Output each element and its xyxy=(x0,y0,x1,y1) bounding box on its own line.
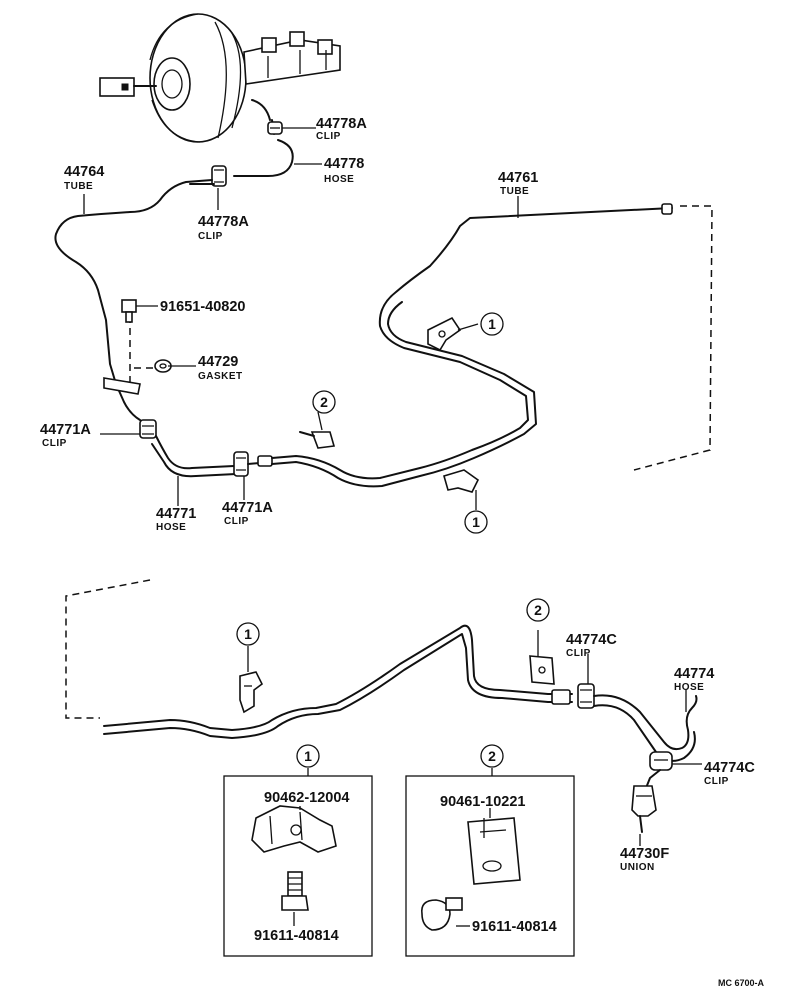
detail-1-bolt-pn: 91611-40814 xyxy=(254,928,339,944)
hose-44778 xyxy=(233,139,294,177)
label-44771A-right-pn: 44771A xyxy=(222,500,273,516)
clip-44778A-mid xyxy=(211,165,227,187)
label-44771A-right-name: CLIP xyxy=(224,516,249,527)
label-44771A-left-pn: 44771A xyxy=(40,422,91,438)
detail-1-clip-pn: 90462-12004 xyxy=(264,790,349,806)
gasket-44729 xyxy=(154,359,172,373)
tube-lower xyxy=(103,624,573,731)
clip-callout-2-lower-tube xyxy=(529,655,555,685)
callout-1-lower-center: 1 xyxy=(464,510,488,534)
callout-1-lower-left: 1 xyxy=(236,622,260,646)
label-44771-name: HOSE xyxy=(156,522,186,533)
detail-1-bolt xyxy=(281,871,309,911)
callout-1-upper-right-text: 1 xyxy=(488,316,496,332)
detail-2-bolt-pn: 91611-40814 xyxy=(472,919,557,935)
label-44729-name: GASKET xyxy=(198,371,243,382)
detail-2-clip xyxy=(467,817,521,885)
label-44764-name: TUBE xyxy=(64,181,93,192)
label-44761-name: TUBE xyxy=(500,186,529,197)
label-91651-pn: 91651-40820 xyxy=(160,299,245,315)
label-44774C-top-pn: 44774C xyxy=(566,632,617,648)
label-44774C-top-name: CLIP xyxy=(566,648,591,659)
callout-2-detail-box-text: 2 xyxy=(488,748,496,764)
label-44771A-left-name: CLIP xyxy=(42,438,67,449)
callout-1-detail-box: 1 xyxy=(296,744,320,768)
bolt-91651-40820 xyxy=(121,299,137,323)
clip-44771A-left xyxy=(139,419,157,439)
clip-callout-1-lower xyxy=(443,469,480,493)
detail-2-bolt xyxy=(420,897,463,931)
label-44761-pn: 44761 xyxy=(498,170,538,186)
detail-box-2 xyxy=(405,775,575,957)
label-44730F-name: UNION xyxy=(620,862,655,873)
clip-callout-1-upper xyxy=(427,316,462,352)
callout-1-upper-right: 1 xyxy=(480,312,504,336)
callout-1-lower-center-text: 1 xyxy=(472,514,480,530)
clip-callout-1-lower-tube xyxy=(239,671,264,714)
callout-2-lower-text: 2 xyxy=(534,602,542,618)
detail-1-clip xyxy=(251,805,337,853)
hose-44774 xyxy=(593,694,698,751)
label-44764-pn: 44764 xyxy=(64,164,104,180)
callout-2-lower: 2 xyxy=(526,598,550,622)
brake-booster xyxy=(99,13,341,143)
tube-44761 xyxy=(271,207,673,480)
callout-2-upper-text: 2 xyxy=(320,394,328,410)
label-44729-pn: 44729 xyxy=(198,354,238,370)
leader-lines xyxy=(83,127,702,927)
label-44778-name: HOSE xyxy=(324,174,354,185)
detail-box-1 xyxy=(223,775,373,957)
label-44774-name: HOSE xyxy=(674,682,704,693)
callout-2-detail-box: 2 xyxy=(480,744,504,768)
label-44771-pn: 44771 xyxy=(156,506,196,522)
callout-1-lower-left-text: 1 xyxy=(244,626,252,642)
clip-44771A-right xyxy=(233,451,249,477)
callout-1-detail-box-text: 1 xyxy=(304,748,312,764)
clip-44778A-top xyxy=(267,121,283,135)
union-44730F xyxy=(631,785,657,833)
label-44778A-top-name: CLIP xyxy=(316,131,341,142)
callout-2-upper: 2 xyxy=(312,390,336,414)
footer-code: MC 6700-A xyxy=(718,978,765,988)
label-44778A-mid-name: CLIP xyxy=(198,231,223,242)
tube-44764 xyxy=(54,179,213,421)
label-44774C-bottom-name: CLIP xyxy=(704,776,729,787)
label-44774-pn: 44774 xyxy=(674,666,714,682)
clip-callout-2-upper xyxy=(299,431,336,449)
hose-44771 xyxy=(155,435,235,470)
label-44778-pn: 44778 xyxy=(324,156,364,172)
clip-44774C-bottom xyxy=(649,751,673,771)
label-44774C-bottom-pn: 44774C xyxy=(704,760,755,776)
label-44778A-mid-pn: 44778A xyxy=(198,214,249,230)
clip-44774C-top xyxy=(577,683,595,709)
label-44778A-top-pn: 44778A xyxy=(316,116,367,132)
label-44730F-pn: 44730F xyxy=(620,846,669,862)
detail-2-clip-pn: 90461-10221 xyxy=(440,794,525,810)
